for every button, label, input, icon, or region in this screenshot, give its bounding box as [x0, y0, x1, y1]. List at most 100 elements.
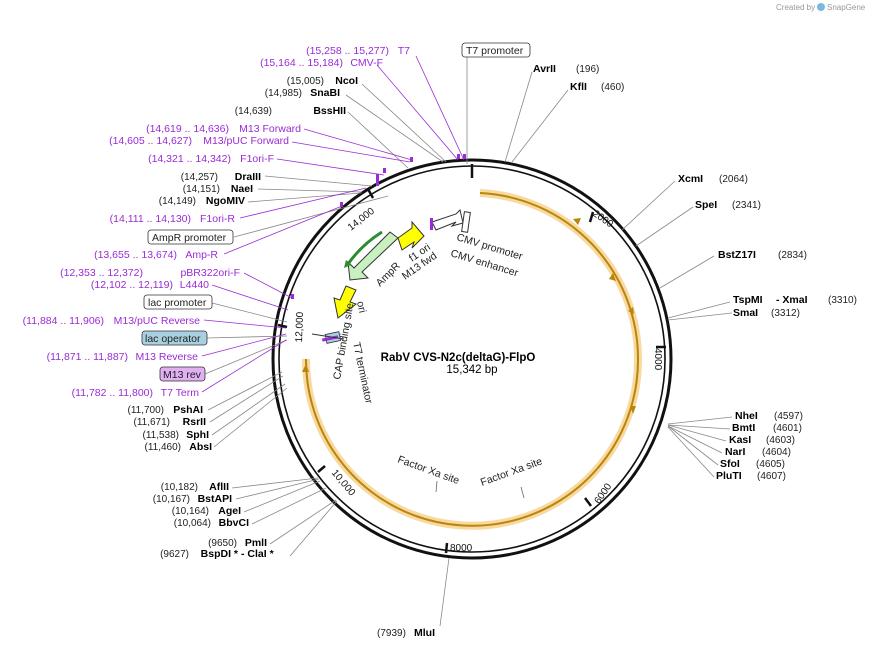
site-name-naei[interactable]: NaeI	[231, 183, 253, 195]
primer-name-cmv-f[interactable]: CMV-F	[350, 57, 383, 69]
leader-sfoi	[667, 425, 719, 466]
site-name-avrii[interactable]: AvrII	[533, 63, 556, 75]
tick-label-8000: 8000	[450, 543, 473, 554]
site-name-pluti[interactable]: PluTI	[716, 470, 742, 482]
site-name-rsrii[interactable]: RsrII	[183, 416, 206, 428]
orf-arc-glow-3	[301, 358, 601, 530]
site-pos-bstapi: (10,167)	[153, 494, 190, 505]
site-name-smai[interactable]: SmaI	[733, 307, 758, 319]
snapgene-logo-icon	[817, 3, 825, 11]
site-name-absi[interactable]: AbsI	[189, 441, 212, 453]
credit-brand: SnapGene	[827, 3, 866, 12]
site-name-bstz17i[interactable]: BstZ17I	[718, 249, 756, 261]
primer-pos-t7: (15,258 .. 15,277)	[306, 45, 389, 57]
primer-name-t7-term[interactable]: T7 Term	[161, 387, 200, 399]
site-name-clai[interactable]: - ClaI *	[241, 548, 275, 560]
site-pos-pluti: (4607)	[757, 471, 786, 482]
site-pos-aflii: (10,182)	[161, 482, 198, 493]
primer-name-m13-puc-forward[interactable]: M13/pUC Forward	[203, 135, 289, 147]
site-name-xcmi[interactable]: XcmI	[678, 173, 703, 185]
site-pos-kasi: (4603)	[766, 435, 795, 446]
primer-name-amp-r[interactable]: Amp-R	[185, 249, 218, 261]
primer-name-m13-reverse[interactable]: M13 Reverse	[136, 351, 199, 363]
primer-name-m13-puc-reverse[interactable]: M13/pUC Reverse	[114, 315, 201, 327]
factor-xa-label-2: Factor Xa site	[479, 455, 544, 488]
site-name-sphi[interactable]: SphI	[186, 429, 209, 441]
ori-arrow	[333, 285, 358, 319]
leader-l4440	[211, 284, 289, 311]
site-name-nhei[interactable]: NheI	[735, 410, 758, 422]
site-name-ngomiv[interactable]: NgoMIV	[206, 195, 245, 207]
site-name-nari[interactable]: NarI	[725, 446, 746, 458]
site-name-bmti[interactable]: BmtI	[732, 422, 755, 434]
site-name-tspmi[interactable]: TspMI	[733, 294, 763, 306]
leader-draiii	[264, 175, 373, 187]
site-name-xmai[interactable]: - XmaI	[776, 294, 808, 306]
site-name-aflii[interactable]: AflII	[209, 481, 229, 493]
site-name-kfli[interactable]: KflI	[570, 81, 587, 93]
leader-f1ori-f	[276, 158, 385, 176]
primer-name-m13-forward[interactable]: M13 Forward	[239, 123, 301, 135]
backbone-outer	[271, 158, 673, 560]
site-pos-rsrii: (11,671)	[133, 417, 170, 428]
t7-terminator-label: T7 terminator	[350, 341, 375, 405]
primer-name-l4440[interactable]: L4440	[180, 279, 209, 291]
site-name-bspdi[interactable]: BspDI *	[201, 548, 239, 560]
t7-promoter-box[interactable]	[461, 42, 531, 58]
primer-name-f1ori-r[interactable]: F1ori-R	[200, 213, 235, 225]
leader-bstapi	[235, 478, 320, 500]
lac-operator-box[interactable]	[141, 330, 208, 346]
site-name-ncoi[interactable]: NcoI	[335, 75, 358, 87]
site-pos-sfoi: (4605)	[756, 459, 785, 470]
site-name-pmli[interactable]: PmlI	[245, 537, 267, 549]
tick-14000	[366, 188, 375, 199]
m13-rev-box[interactable]	[159, 366, 206, 382]
site-pos-kfli: (460)	[601, 82, 624, 93]
primer-pos-f1ori-r: (14,111 .. 14,130)	[110, 213, 191, 225]
lac-promoter-box[interactable]	[143, 294, 213, 310]
site-name-draiii[interactable]: DraIII	[235, 171, 261, 183]
plasmid-size: 15,342 bp	[446, 364, 497, 376]
tick-6000	[584, 497, 592, 507]
primer-name-t7[interactable]: T7	[398, 45, 410, 57]
leader-m13-reverse	[201, 333, 287, 357]
leader-bmti	[667, 424, 731, 430]
inner-feature-graphics	[311, 209, 471, 344]
ampr-promoter-box[interactable]	[147, 229, 234, 245]
primer-pos-amp-r: (13,655 .. 13,674)	[94, 249, 177, 261]
site-pos-snabi: (14,985)	[265, 88, 302, 99]
site-name-pshai[interactable]: PshAI	[173, 404, 203, 416]
boxed-features: T7 promoter AmpR promoter lac promoter l…	[141, 42, 531, 382]
leader-sphi	[211, 383, 286, 436]
tick-label-4000: 4000	[652, 348, 663, 371]
site-pos-avrii: (196)	[576, 64, 599, 75]
site-name-sfoi[interactable]: SfoI	[720, 458, 740, 470]
site-name-agei[interactable]: AgeI	[218, 505, 241, 517]
site-name-bstapi[interactable]: BstAPI	[198, 493, 233, 505]
site-name-bsshii[interactable]: BssHII	[313, 105, 346, 117]
sites-right: AvrII (196) KflI (460) XcmI (2064) SpeI …	[377, 63, 857, 639]
site-name-spei[interactable]: SpeI	[695, 199, 717, 211]
site-name-bbvci[interactable]: BbvCI	[219, 517, 249, 529]
tick-2000	[588, 211, 595, 223]
site-name-kasi[interactable]: KasI	[729, 434, 751, 446]
m13-fwd-marker	[430, 218, 433, 230]
leader-smai	[667, 312, 733, 321]
leader-xcmi	[621, 180, 676, 231]
primers: T7 (15,258 .. 15,277) CMV-F (15,164 .. 1…	[23, 45, 410, 399]
leader-bsshii	[347, 111, 409, 169]
m13-rev-label: M13 rev	[163, 369, 202, 381]
site-name-snabi[interactable]: SnaBI	[310, 87, 340, 99]
site-pos-pshai: (11,700)	[127, 405, 164, 416]
primer-name-pbr322ori-f[interactable]: pBR322ori-F	[180, 267, 240, 279]
primer-name-f1ori-f[interactable]: F1ori-F	[240, 153, 274, 165]
site-pos-mlui: (7939)	[377, 628, 406, 639]
lac-operator-label: lac operator	[145, 333, 201, 345]
primer-marker-t7	[463, 154, 466, 159]
site-name-mlui[interactable]: MluI	[414, 627, 435, 639]
leader-nhei	[667, 416, 733, 425]
ampr-label: AmpR	[374, 260, 403, 289]
primer-marker-pbr322	[291, 294, 294, 299]
site-pos-bmti: (4601)	[773, 423, 802, 434]
